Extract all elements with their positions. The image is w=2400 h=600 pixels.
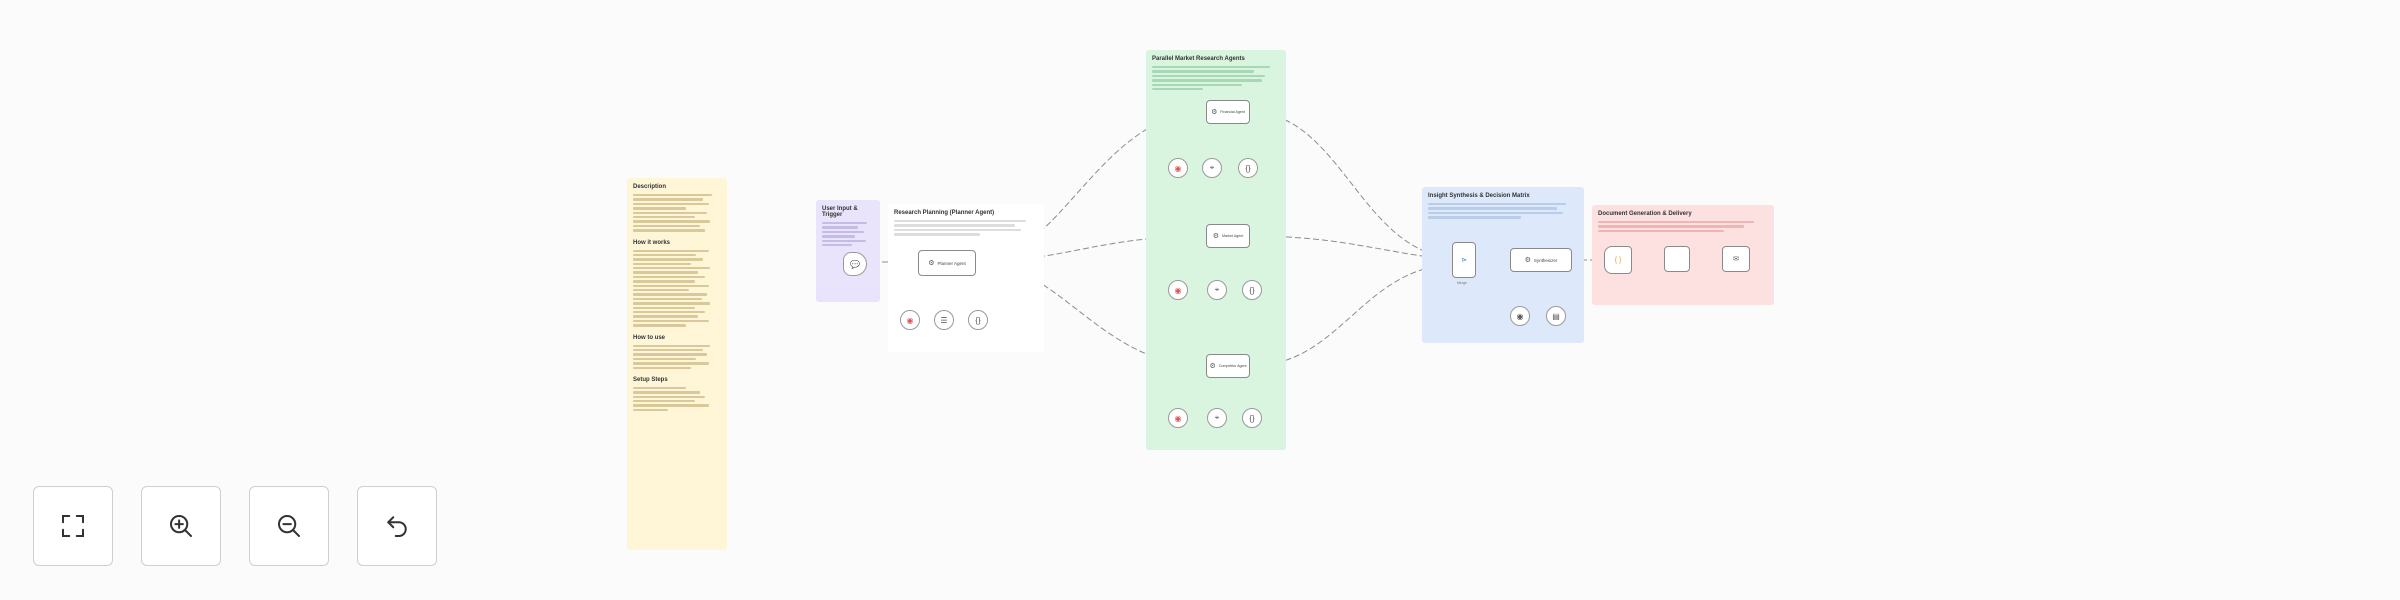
agent-bot-parser-tool[interactable]: {} [1242,408,1262,428]
parser-icon: {} [975,315,981,325]
code-icon: { } [1614,256,1622,264]
agent-top-model-tool[interactable]: ◉ [1168,158,1188,178]
reset-zoom-button[interactable] [357,486,437,566]
setup-steps-heading: Setup Steps [633,376,668,383]
fit-view-button[interactable] [33,486,113,566]
robot-icon: ⚙ [1211,109,1218,116]
code-node[interactable]: { } [1604,246,1632,274]
search-icon: ⌖ [1214,413,1220,422]
agent-mid-parser-tool[interactable]: {} [1242,280,1262,300]
chat-trigger-node[interactable]: 💬 [843,252,867,276]
merge-icon: ⋗ [1461,257,1467,264]
market-agent-node[interactable]: ⚙ Market Agent [1206,224,1250,248]
robot-icon: ⚙ [1209,363,1216,370]
convert-file-node[interactable] [1664,246,1690,272]
parallel-agents-title: Parallel Market Research Agents [1152,56,1245,62]
model-icon: ◉ [1174,285,1182,295]
parser-icon: {} [1249,413,1255,423]
zoom-out-icon [278,515,300,537]
synthesis-title: Insight Synthesis & Decision Matrix [1428,193,1530,199]
chat-icon: 💬 [850,259,860,269]
model-icon: ◉ [906,315,914,325]
synthesizer-label: Synthesizer [1533,257,1558,263]
description-title: Description [633,184,667,190]
robot-icon: ⚙ [1524,257,1531,264]
zoom-in-button[interactable] [141,486,221,566]
robot-icon: ⚙ [928,260,935,267]
financial-agent-node[interactable]: ⚙ Financial Agent [1206,100,1250,124]
agent-top-search-tool[interactable]: ⌖ [1202,158,1222,178]
parser-icon: ▤ [1552,311,1560,321]
competitor-agent-node[interactable]: ⚙ Competitor Agent [1206,354,1250,378]
description-sticky-note[interactable]: Description How it works How to use Setu… [627,178,727,550]
synth-model-tool[interactable]: ◉ [1510,306,1530,326]
undo-icon [387,516,407,537]
user-input-sticky-note[interactable]: User Input & Trigger [816,200,880,302]
merge-node[interactable]: ⋗ [1452,242,1476,278]
synthesizer-node[interactable]: ⚙ Synthesizer [1510,248,1572,272]
search-icon: ⌖ [1214,285,1220,294]
market-agent-label: Market Agent [1222,234,1244,238]
model-icon: ◉ [1516,311,1524,321]
search-icon: ⌖ [1209,163,1215,172]
financial-agent-label: Financial Agent [1220,110,1245,114]
planning-title: Research Planning (Planner Agent) [894,210,995,216]
planner-agent-node[interactable]: ⚙ Planner Agent [918,250,976,276]
parser-icon: {} [1245,163,1251,173]
generation-title: Document Generation & Delivery [1598,211,1692,217]
user-input-title: User Input & Trigger [822,206,858,218]
memory-icon: ☰ [940,315,948,325]
model-icon: ◉ [1174,413,1182,423]
merge-label: Merge [1457,281,1467,285]
synth-parser-tool[interactable]: ▤ [1546,306,1566,326]
mail-icon: ✉ [1733,256,1739,263]
parser-icon: {} [1249,285,1255,295]
agent-mid-model-tool[interactable]: ◉ [1168,280,1188,300]
how-it-works-heading: How it works [633,239,671,246]
model-icon: ◉ [1174,163,1182,173]
how-to-use-heading: How to use [633,334,666,341]
agent-bot-model-tool[interactable]: ◉ [1168,408,1188,428]
fit-view-icon [62,515,84,537]
planner-model-tool[interactable]: ◉ [900,310,920,330]
zoom-out-button[interactable] [249,486,329,566]
competitor-agent-label: Competitor Agent [1218,364,1247,368]
planner-agent-label: Planner Agent [937,260,966,266]
planner-memory-tool[interactable]: ☰ [934,310,954,330]
planner-parser-tool[interactable]: {} [968,310,988,330]
agent-top-parser-tool[interactable]: {} [1238,158,1258,178]
agent-bot-search-tool[interactable]: ⌖ [1207,408,1227,428]
robot-icon: ⚙ [1212,233,1220,240]
send-email-node[interactable]: ✉ [1722,246,1750,272]
agent-mid-search-tool[interactable]: ⌖ [1207,280,1227,300]
zoom-in-icon [170,515,192,537]
